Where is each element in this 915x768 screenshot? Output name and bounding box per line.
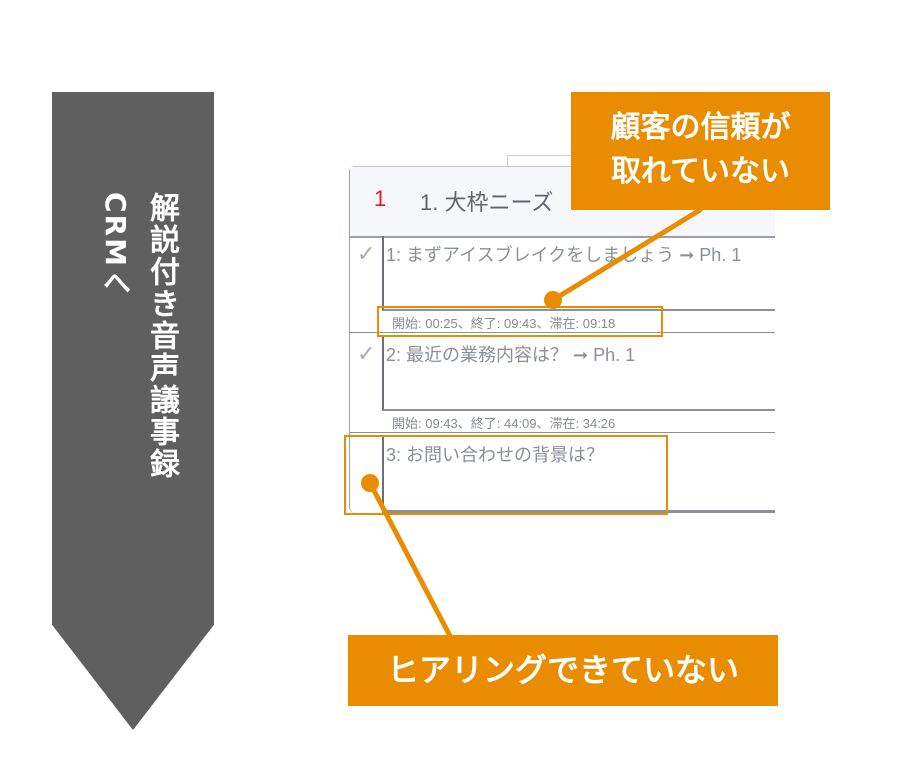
callout-hearing-issue: ヒアリングできていない bbox=[348, 635, 778, 706]
question-body: 2: 最近の業務内容は？ ➞ Ph. 1 bbox=[382, 336, 775, 411]
question-text: 2: 最近の業務内容は？ ➞ Ph. 1 bbox=[386, 345, 636, 365]
callout-line-2: 取れていない bbox=[610, 154, 791, 189]
down-arrow-banner: 解説付き音声議事録 CRMへ bbox=[52, 92, 214, 730]
question-text: 1: まずアイスブレイクをしましょう ➞ Ph. 1 bbox=[386, 245, 742, 265]
question-timing: 開始: 09:43、終了: 44:09、滞在: 34:26 bbox=[392, 416, 616, 431]
timing-highlight-box bbox=[377, 306, 663, 337]
callout-trust-issue: 顧客の信頼が 取れていない bbox=[571, 92, 830, 210]
arrow-main-label: 解説付き音声議事録 bbox=[144, 192, 179, 480]
question-timing: 開始: 00:25、終了: 09:43、滞在: 09:18 bbox=[392, 316, 616, 331]
meeting-minutes-card: 1 1. 大枠ニーズ ✓ 1: まずアイスブレイクをしましょう ➞ Ph. 1 … bbox=[349, 166, 775, 513]
question-text: 3: お問い合わせの背景は？ bbox=[386, 445, 605, 465]
check-icon: ✓ bbox=[357, 342, 376, 367]
question-body: 1: まずアイスブレイクをしましょう ➞ Ph. 1 bbox=[382, 236, 775, 311]
callout-line-1: 顧客の信頼が bbox=[610, 110, 791, 145]
question-body: 3: お問い合わせの背景は？ bbox=[382, 436, 775, 513]
check-icon: ✓ bbox=[357, 242, 376, 267]
background-card-edge bbox=[507, 155, 578, 168]
section-index: 1 bbox=[374, 186, 387, 211]
row-divider bbox=[350, 332, 775, 333]
row-divider bbox=[350, 432, 775, 433]
section-title: 1. 大枠ニーズ bbox=[420, 190, 554, 215]
unchecked-question-highlight-box bbox=[344, 435, 668, 515]
arrow-sub-label: CRMへ bbox=[99, 192, 132, 298]
